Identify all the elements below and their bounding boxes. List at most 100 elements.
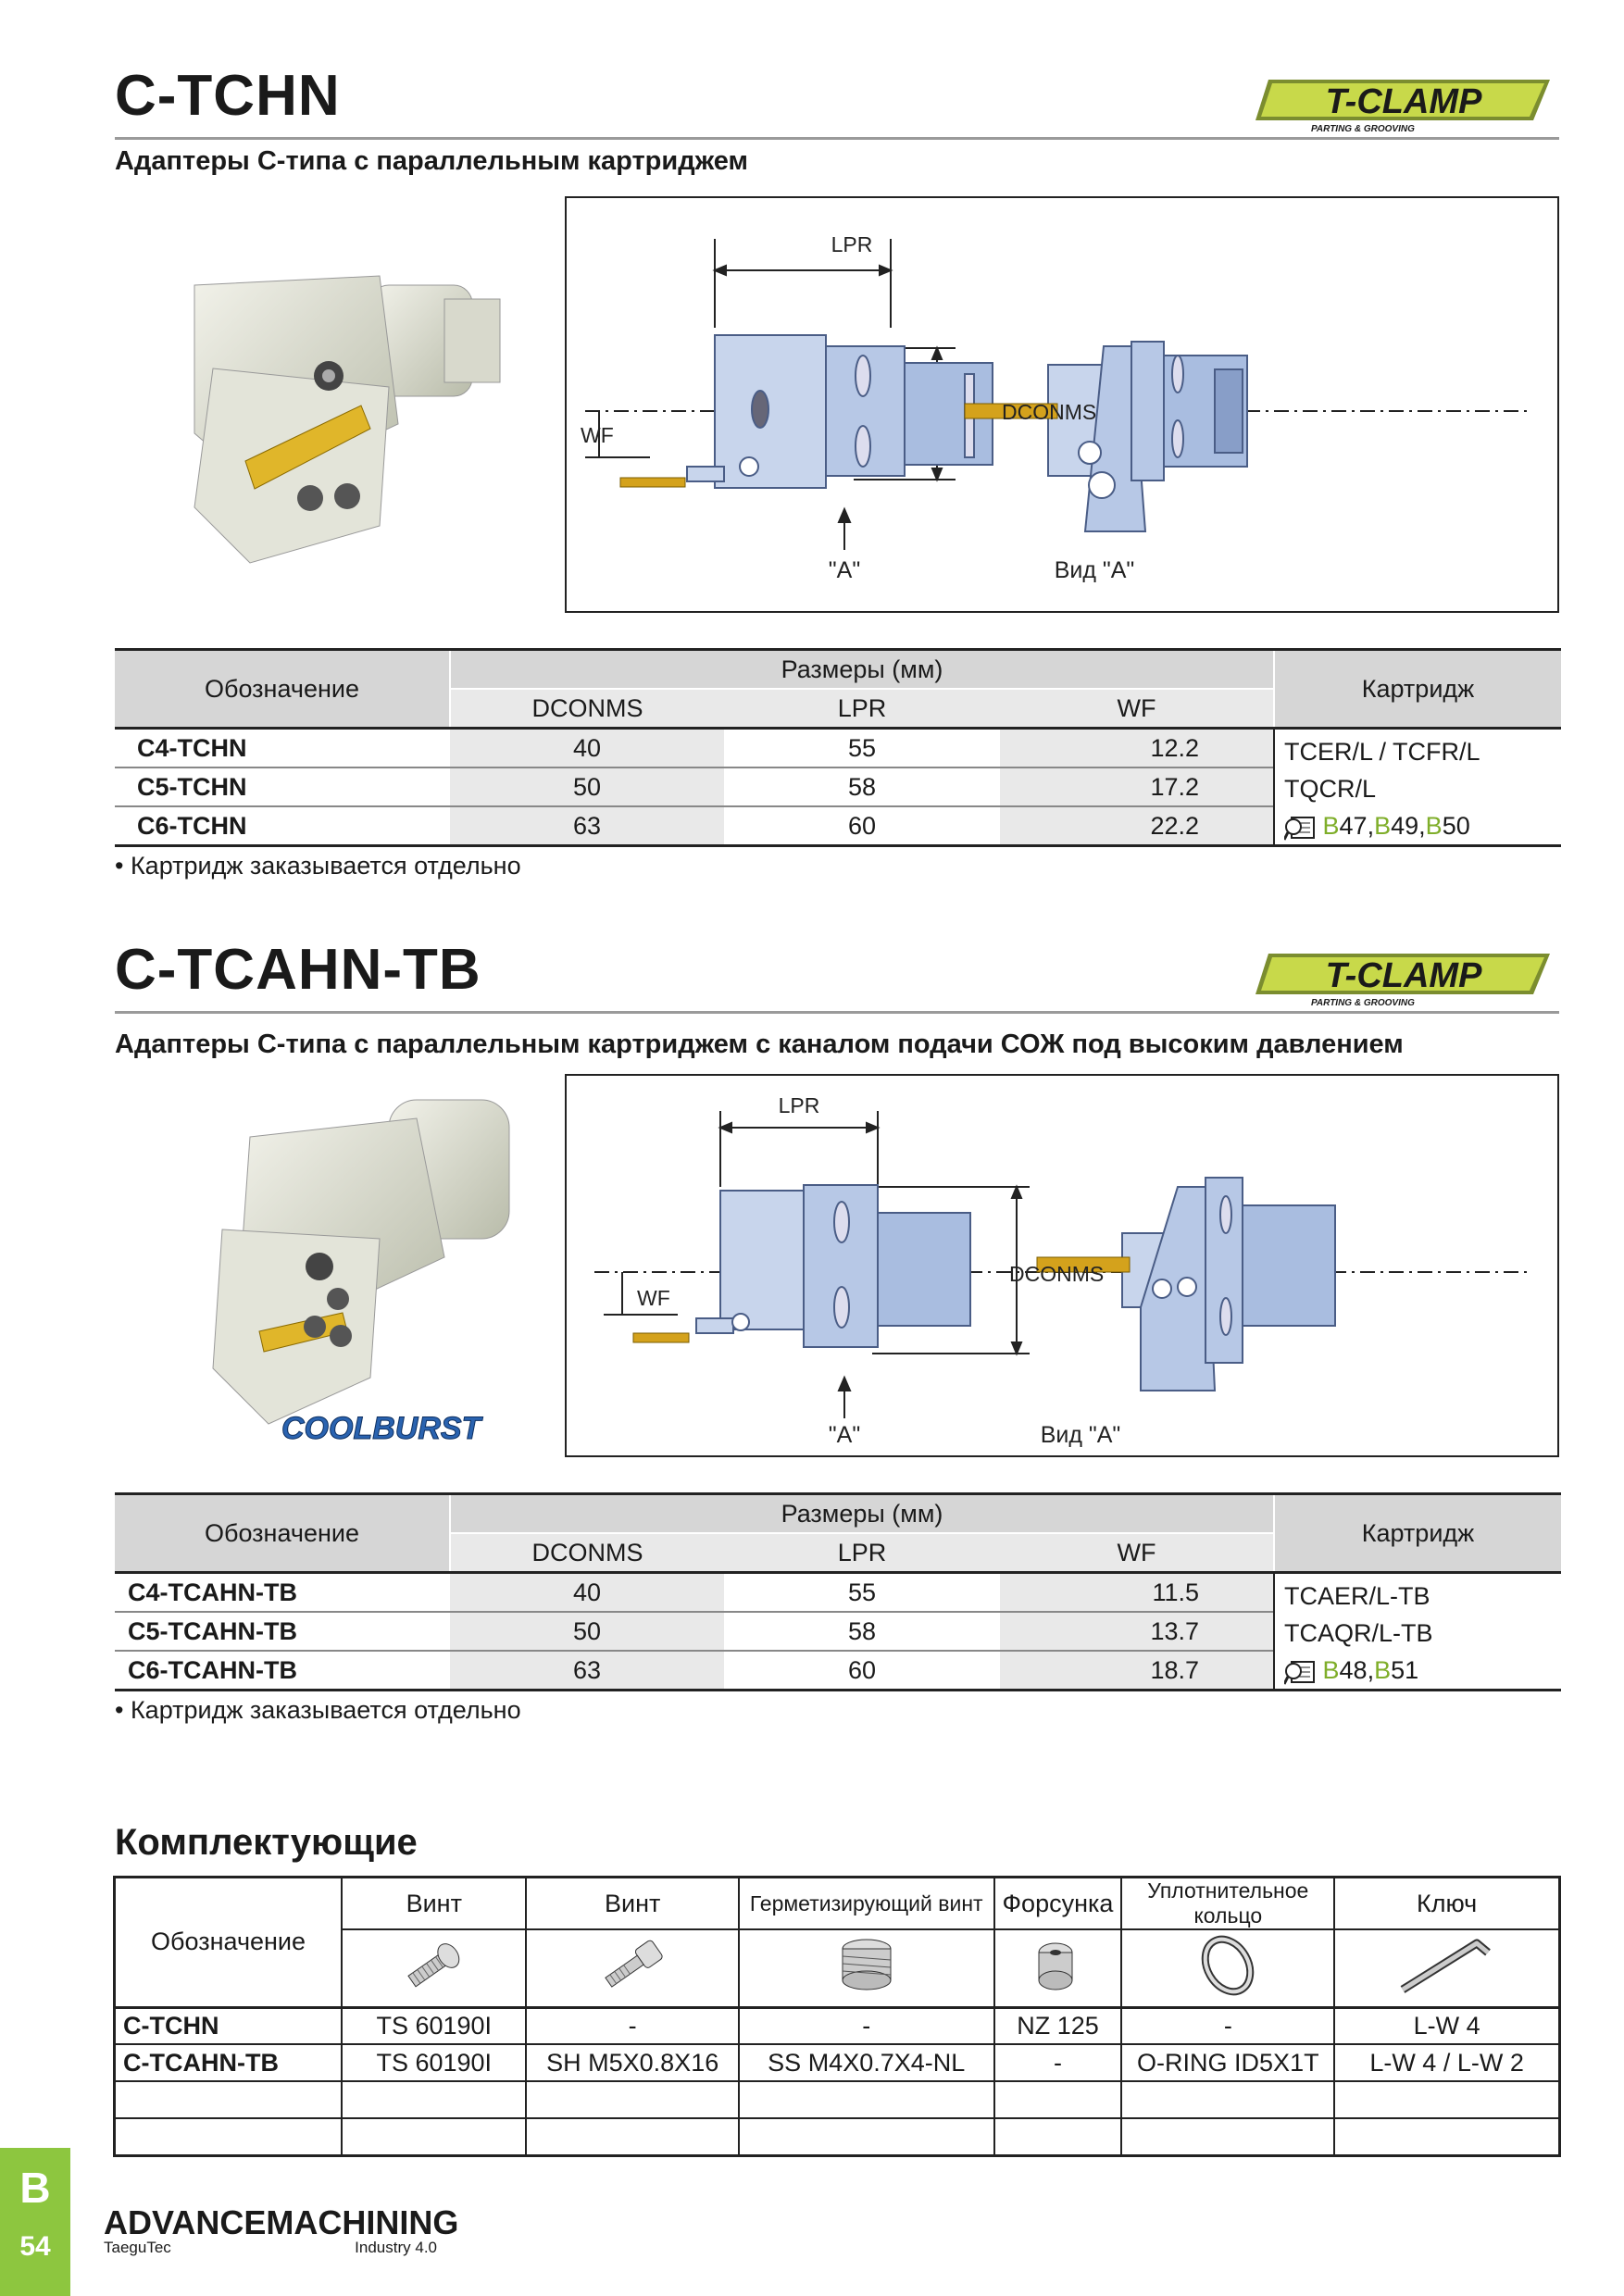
t-clamp-logo-subtext: PARTING & GROOVING	[1311, 998, 1415, 1008]
ref-letter: B	[1425, 812, 1443, 840]
col-wf: WF	[1117, 1538, 1156, 1566]
t-clamp-logo-text: T-CLAMP	[1326, 82, 1483, 121]
ref-letter: B	[1374, 1656, 1392, 1684]
acc-cell: L-W 4 / L-W 2	[1333, 2043, 1561, 2082]
cell-lpr: 58	[847, 772, 877, 801]
acc-row-name: C-TCAHN-TB	[113, 2043, 344, 2082]
cell-lpr: 60	[847, 1655, 877, 1684]
cartridge-cell: TCER/L / TCFR/L TQCR/L B47,B49,B50	[1273, 728, 1561, 846]
section1-note: • Картридж заказывается отдельно	[115, 852, 521, 880]
cell-lpr: 60	[847, 811, 877, 840]
acc-cell: L-W 4	[1333, 2006, 1561, 2045]
section-tab: B 54	[0, 2148, 70, 2296]
section1-title-rule	[115, 137, 1559, 140]
screw-icon	[341, 1928, 528, 2008]
section1-wf-label: WF	[581, 423, 614, 447]
col-wf: WF	[1117, 693, 1156, 722]
section2-drawing: LPR WF DCONMS "A" Вид "A"	[565, 1074, 1559, 1457]
section-tab-letter: B	[19, 2164, 51, 2212]
col-dimensions: Размеры (мм)	[450, 1493, 1274, 1534]
cartridge-line2: TCAQR/L-TB	[1284, 1619, 1433, 1647]
brand-text: ADVANCEMACHINING	[104, 2203, 459, 2241]
section2-note: • Картридж заказывается отдельно	[115, 1696, 521, 1724]
row-name: C4-TCHN	[137, 733, 247, 762]
acc-header-key: Ключ	[1333, 1876, 1561, 1930]
acc-cell: -	[525, 2006, 740, 2045]
acc-cell: O-RING ID5X1T	[1120, 2043, 1336, 2082]
cartridge-line1: TCAER/L-TB	[1284, 1582, 1430, 1610]
cell-wf: 12.2	[1000, 728, 1274, 767]
section2-subtitle: Адаптеры С-типа с параллельным картридже…	[115, 1029, 1404, 1059]
ref-letter: B	[1322, 1656, 1340, 1684]
cell-dconms: 63	[450, 806, 724, 846]
col-designation: Обозначение	[115, 1493, 451, 1573]
t-clamp-logo-2: T-CLAMP PARTING & GROOVING	[1255, 946, 1552, 1011]
section1-dconms-label: DCONMS	[1002, 400, 1096, 424]
acc-row-name: C-TCHN	[113, 2006, 344, 2045]
section2-wf-label: WF	[637, 1286, 670, 1310]
page-number: 54	[19, 2231, 51, 2262]
section2-title-rule	[115, 1011, 1559, 1014]
ref-num: 49	[1391, 812, 1419, 840]
ref-num: 48	[1339, 1656, 1368, 1684]
acc-cell: NZ 125	[993, 2006, 1123, 2045]
section2-dconms-label: DCONMS	[1009, 1262, 1104, 1286]
ref-num: 51	[1391, 1656, 1419, 1684]
t-clamp-logo-text: T-CLAMP	[1326, 956, 1483, 995]
ref-num: 47	[1339, 812, 1368, 840]
col-lpr: LPR	[837, 693, 887, 722]
col-cartridge: Картридж	[1273, 649, 1561, 729]
cell-dconms: 40	[450, 1572, 724, 1612]
acc-header-screw: Винт	[341, 1876, 528, 1930]
catalog-ref-icon	[1282, 815, 1316, 841]
col-cartridge: Картридж	[1273, 1493, 1561, 1573]
socket-screw-icon	[525, 1928, 740, 2008]
table-row-empty	[113, 2080, 1561, 2119]
cell-dconms: 50	[450, 1612, 724, 1651]
cell-wf: 22.2	[1000, 806, 1274, 846]
catalog-ref-icon	[1282, 1659, 1316, 1685]
t-clamp-logo-subtext: PARTING & GROOVING	[1311, 124, 1415, 134]
section1-lpr-label: LPR	[831, 232, 873, 256]
acc-cell: -	[737, 2006, 995, 2045]
cell-lpr: 58	[847, 1616, 877, 1645]
col-dimensions: Размеры (мм)	[450, 649, 1274, 690]
cell-wf: 17.2	[1000, 767, 1274, 806]
col-designation: Обозначение	[115, 649, 451, 729]
ref-letter: B	[1322, 812, 1340, 840]
row-name: C6-TCAHN-TB	[128, 1655, 297, 1684]
section1-view-caption: Вид "A"	[1055, 557, 1135, 583]
table-row-empty	[113, 2117, 1561, 2156]
acc-header-o-ring: Уплотнительное кольцо	[1120, 1876, 1336, 1930]
ref-letter: B	[1374, 812, 1392, 840]
cartridge-line1: TCER/L / TCFR/L	[1284, 738, 1480, 766]
t-clamp-logo-graphic: T-CLAMP PARTING & GROOVING	[1255, 954, 1550, 1008]
table-row: C-TCAHN-TB TS 60190I SH M5X0.8X16 SS M4X…	[113, 2043, 1561, 2082]
section1-title: C-TCHN	[115, 64, 341, 128]
cell-wf: 11.5	[1000, 1572, 1274, 1612]
acc-cell: TS 60190I	[341, 2043, 528, 2082]
acc-cell: SH M5X0.8X16	[525, 2043, 740, 2082]
coolburst-logo: COOLBURST	[278, 1405, 546, 1452]
advance-machining-logo: ADVANCEMACHINING TaeguTec Industry 4.0	[104, 2203, 459, 2268]
cartridge-refs: B47,B49,B50	[1282, 807, 1552, 844]
ref-num: 50	[1442, 812, 1470, 840]
sealing-screw-icon	[737, 1928, 995, 2008]
section2-product-image	[139, 1081, 537, 1452]
table-row: C6-TCAHN-TB 63 60 18.7	[115, 1651, 1561, 1691]
cell-wf: 13.7	[1000, 1612, 1274, 1651]
acc-cell: SS M4X0.7X4-NL	[737, 2043, 995, 2082]
accessories-title: Комплектующие	[115, 1822, 418, 1863]
section1-subtitle: Адаптеры С-типа с параллельным картридже…	[115, 146, 749, 176]
row-name: C5-TCAHN-TB	[128, 1616, 297, 1645]
cartridge-cell: TCAER/L-TB TCAQR/L-TB B48,B51	[1273, 1572, 1561, 1691]
t-clamp-logo-graphic: T-CLAMP PARTING & GROOVING	[1255, 80, 1550, 134]
table-row: C6-TCHN 63 60 22.2	[115, 806, 1561, 846]
col-dconms: DCONMS	[531, 1538, 643, 1566]
coolburst-logo-text: COOLBURST	[281, 1411, 484, 1446]
acc-col-designation: Обозначение	[113, 1876, 344, 2009]
cell-wf: 18.7	[1000, 1651, 1274, 1691]
section1-drawing: LPR WF DCONMS "A" Вид "A"	[565, 196, 1559, 613]
t-clamp-logo: T-CLAMP PARTING & GROOVING	[1255, 72, 1552, 137]
acc-cell: -	[993, 2043, 1123, 2082]
